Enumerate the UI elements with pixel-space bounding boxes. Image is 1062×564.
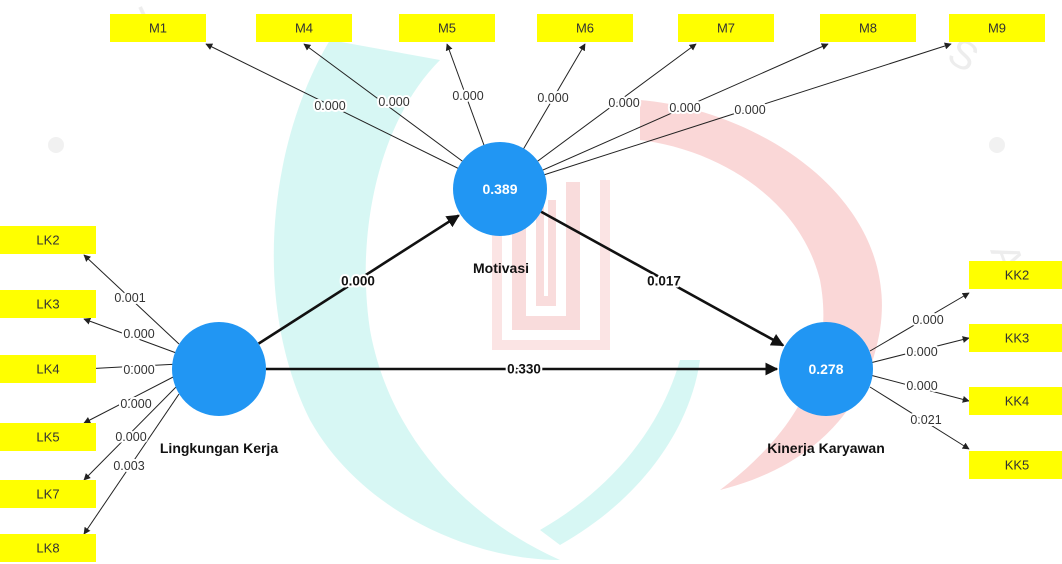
path-arrow-m-kk (540, 210, 785, 347)
indicator-arrow (83, 383, 180, 481)
path-coefficient-label: 0.000 (314, 99, 345, 113)
path-coefficient-label: 0.000 (115, 430, 146, 444)
indicator-lk2[interactable]: LK2 (0, 226, 96, 254)
path-coefficient-label: 0.000 (906, 379, 937, 393)
indicator-label: KK5 (1005, 458, 1030, 473)
path-coefficient-label: 0.330 (507, 362, 541, 377)
indicator-label: M9 (988, 21, 1006, 36)
indicator-arrow (83, 373, 180, 424)
path-coefficient-label: 0.000 (378, 95, 409, 109)
indicator-kk3[interactable]: KK3 (969, 324, 1062, 352)
indicator-m4[interactable]: M4 (256, 14, 352, 42)
indicator-lk4[interactable]: LK4 (0, 355, 96, 383)
indicator-arrow (869, 336, 970, 364)
indicator-kk4[interactable]: KK4 (969, 387, 1062, 415)
indicator-arrow (205, 43, 501, 190)
indicator-lk3[interactable]: LK3 (0, 290, 96, 318)
indicator-label: LK3 (36, 297, 59, 312)
indicator-label: LK2 (36, 233, 59, 248)
path-coefficient-label: 0.000 (734, 103, 765, 117)
construct-circle (453, 142, 547, 236)
indicator-label: M6 (576, 21, 594, 36)
indicator-label: LK5 (36, 430, 59, 445)
indicator-lk8[interactable]: LK8 (0, 534, 96, 562)
indicator-label: M1 (149, 21, 167, 36)
indicator-m5[interactable]: M5 (399, 14, 495, 42)
indicator-kk2[interactable]: KK2 (969, 261, 1062, 289)
indicator-arrow (83, 317, 180, 355)
indicator-arrow (499, 43, 829, 190)
path-coefficient-label: 0.000 (123, 327, 154, 341)
indicator-m1[interactable]: M1 (110, 14, 206, 42)
r-squared-value: 0.278 (808, 361, 843, 377)
indicator-label: M8 (859, 21, 877, 36)
path-coefficient-label: 0.017 (647, 274, 681, 289)
construct-circle (779, 322, 873, 416)
indicator-lk7[interactable]: LK7 (0, 480, 96, 508)
path-coefficient-label: 0.000 (912, 313, 943, 327)
indicator-m7[interactable]: M7 (678, 14, 774, 42)
path-coefficient-label: 0.000 (123, 363, 154, 377)
path-coefficient-label: 0.003 (113, 459, 144, 473)
watermark-logo: U S A (48, 0, 1032, 560)
indicator-label: LK7 (36, 487, 59, 502)
indicator-label: LK8 (36, 541, 59, 556)
path-coefficient-label: 0.000 (669, 101, 700, 115)
indicator-label: KK4 (1005, 394, 1030, 409)
indicator-label: M7 (717, 21, 735, 36)
indicator-label: LK4 (36, 362, 59, 377)
path-coefficient-label: 0.000 (608, 96, 639, 110)
construct-lk[interactable]: Lingkungan Kerja (160, 322, 278, 456)
indicator-arrow (83, 393, 180, 535)
indicator-m6[interactable]: M6 (537, 14, 633, 42)
path-coefficient-label: 0.000 (537, 91, 568, 105)
indicator-label: KK3 (1005, 331, 1030, 346)
indicator-arrow (83, 254, 180, 345)
indicator-arrow (869, 374, 970, 403)
indicator-m9[interactable]: M9 (949, 14, 1045, 42)
indicator-arrow (83, 363, 180, 373)
indicator-arrow (499, 42, 952, 190)
r-squared-value: 0.389 (482, 181, 517, 197)
construct-name: Motivasi (473, 260, 529, 276)
path-coefficient-label: 0.001 (114, 291, 145, 305)
indicator-label: M5 (438, 21, 456, 36)
indicator-arrow (869, 386, 970, 450)
construct-name: Lingkungan Kerja (160, 440, 278, 456)
path-coefficient-label: 0.000 (906, 345, 937, 359)
path-coefficient-label: 0.000 (452, 89, 483, 103)
indicator-kk5[interactable]: KK5 (969, 451, 1062, 479)
path-coefficient-label: 0.021 (910, 413, 941, 427)
path-coefficient-label: 0.000 (341, 274, 375, 289)
construct-name: Kinerja Karyawan (767, 440, 885, 456)
indicator-label: M4 (295, 21, 313, 36)
indicator-label: KK2 (1005, 268, 1030, 283)
construct-circle (172, 322, 266, 416)
indicator-lk5[interactable]: LK5 (0, 423, 96, 451)
indicator-arrow (869, 292, 970, 352)
path-arrow-lk-m (257, 214, 460, 345)
indicator-m8[interactable]: M8 (820, 14, 916, 42)
path-coefficient-label: 0.000 (120, 397, 151, 411)
